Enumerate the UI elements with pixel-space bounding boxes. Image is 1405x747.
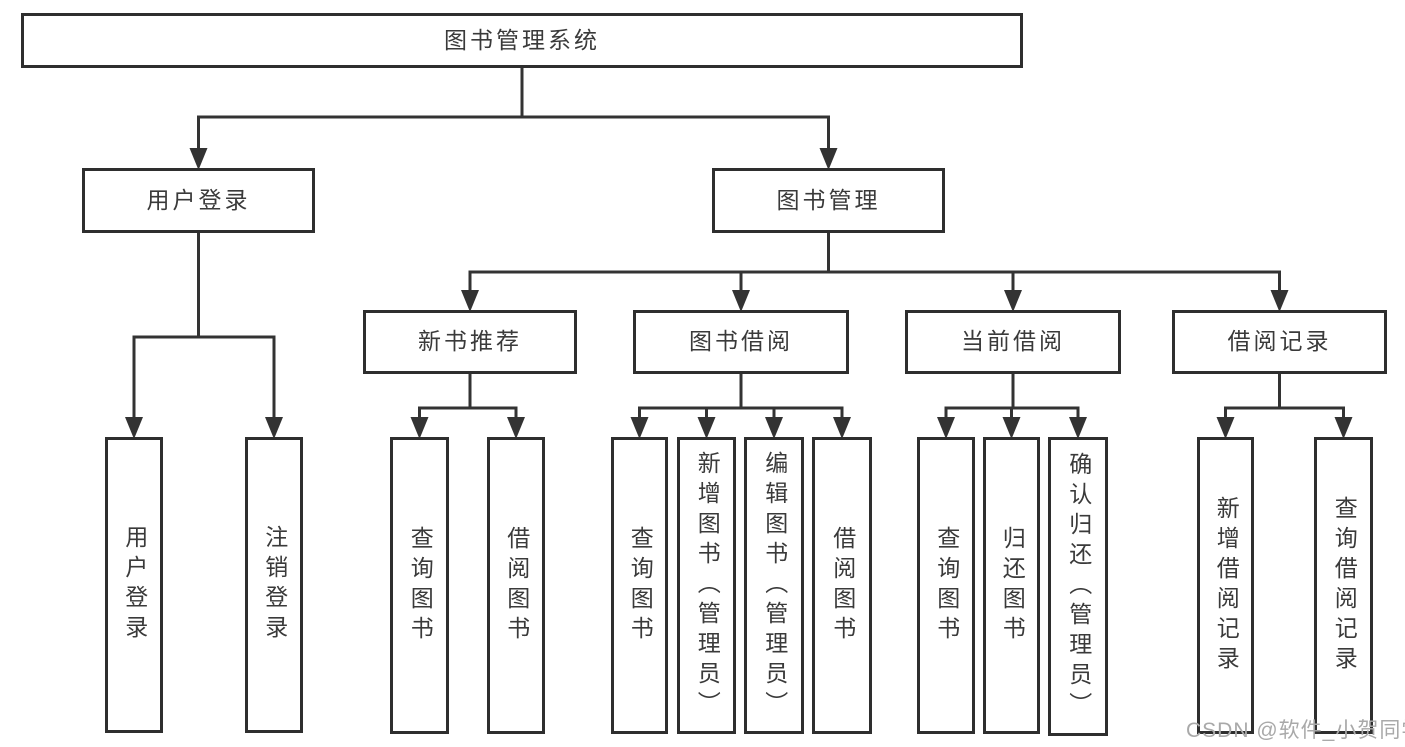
- arrow-down-icon: [937, 417, 955, 439]
- arrow-down-icon: [697, 417, 716, 439]
- box-label-confirm-return-admin: 确认归还（管理员）: [1065, 451, 1092, 722]
- box-label-query-borrowing-record: 查询借阅记录: [1331, 495, 1358, 676]
- box-login: 用户登录: [82, 168, 315, 233]
- box-label-query-books-2: 查询图书: [627, 525, 654, 646]
- box-label-book-management: 图书管理: [776, 186, 881, 213]
- box-label-borrowing-records: 借阅记录: [1227, 328, 1332, 355]
- box-book-management: 图书管理: [712, 168, 945, 233]
- box-confirm-return-admin: 确认归还（管理员）: [1048, 437, 1108, 736]
- box-label-user-login: 用户登录: [121, 525, 148, 645]
- arrow-down-icon: [732, 290, 750, 312]
- box-logout: 注销登录: [245, 437, 303, 733]
- box-borrowing-records: 借阅记录: [1172, 310, 1387, 374]
- arrow-down-icon: [1216, 417, 1235, 439]
- box-label-add-borrowing-record: 新增借阅记录: [1213, 495, 1240, 676]
- arrow-down-icon: [1004, 290, 1022, 312]
- arrow-down-icon: [819, 148, 838, 170]
- box-label-root: 图书管理系统: [444, 26, 600, 53]
- box-query-books-3: 查询图书: [917, 437, 975, 734]
- box-add-borrowing-record: 新增借阅记录: [1197, 437, 1254, 734]
- box-label-login: 用户登录: [146, 186, 251, 213]
- arrow-down-icon: [410, 417, 429, 439]
- box-root: 图书管理系统: [21, 13, 1023, 68]
- arrow-down-icon: [765, 417, 783, 439]
- box-label-current-borrowing: 当前借阅: [961, 328, 1065, 355]
- arrow-down-icon: [189, 148, 208, 170]
- box-borrow-books-1: 借阅图书: [487, 437, 545, 734]
- box-query-borrowing-record: 查询借阅记录: [1314, 437, 1373, 734]
- arrow-down-icon: [125, 417, 143, 439]
- box-label-borrow-books-1: 借阅图书: [503, 525, 530, 646]
- box-label-logout: 注销登录: [261, 525, 288, 645]
- arrow-down-icon: [833, 417, 851, 439]
- arrow-down-icon: [1069, 417, 1087, 439]
- box-new-book-recommendation: 新书推荐: [363, 310, 577, 374]
- watermark: CSDN @软件_小贺同学: [1186, 719, 1405, 742]
- box-label-edit-book-admin: 编辑图书（管理员）: [761, 450, 788, 721]
- box-borrow-books-2: 借阅图书: [812, 437, 872, 734]
- box-label-new-book-recommendation: 新书推荐: [418, 328, 522, 355]
- box-current-borrowing: 当前借阅: [905, 310, 1121, 374]
- arrow-down-icon: [461, 290, 479, 312]
- box-query-books-1: 查询图书: [390, 437, 449, 734]
- box-edit-book-admin: 编辑图书（管理员）: [744, 437, 804, 734]
- arrow-down-icon: [1270, 290, 1289, 312]
- box-query-books-2: 查询图书: [611, 437, 668, 734]
- arrow-down-icon: [507, 417, 525, 439]
- arrow-down-icon: [1002, 417, 1021, 439]
- box-label-return-books: 归还图书: [999, 525, 1026, 646]
- box-label-borrow-books-2: 借阅图书: [829, 525, 856, 646]
- box-label-query-books-1: 查询图书: [407, 525, 434, 646]
- arrow-down-icon: [630, 417, 649, 439]
- box-label-book-borrowing: 图书借阅: [689, 328, 793, 355]
- box-return-books: 归还图书: [983, 437, 1040, 734]
- arrow-down-icon: [1334, 417, 1353, 439]
- box-add-book-admin: 新增图书（管理员）: [677, 437, 736, 734]
- box-user-login: 用户登录: [105, 437, 163, 733]
- box-label-query-books-3: 查询图书: [933, 525, 960, 646]
- box-label-add-book-admin: 新增图书（管理员）: [694, 450, 721, 721]
- box-book-borrowing: 图书借阅: [633, 310, 849, 374]
- arrow-down-icon: [265, 417, 283, 439]
